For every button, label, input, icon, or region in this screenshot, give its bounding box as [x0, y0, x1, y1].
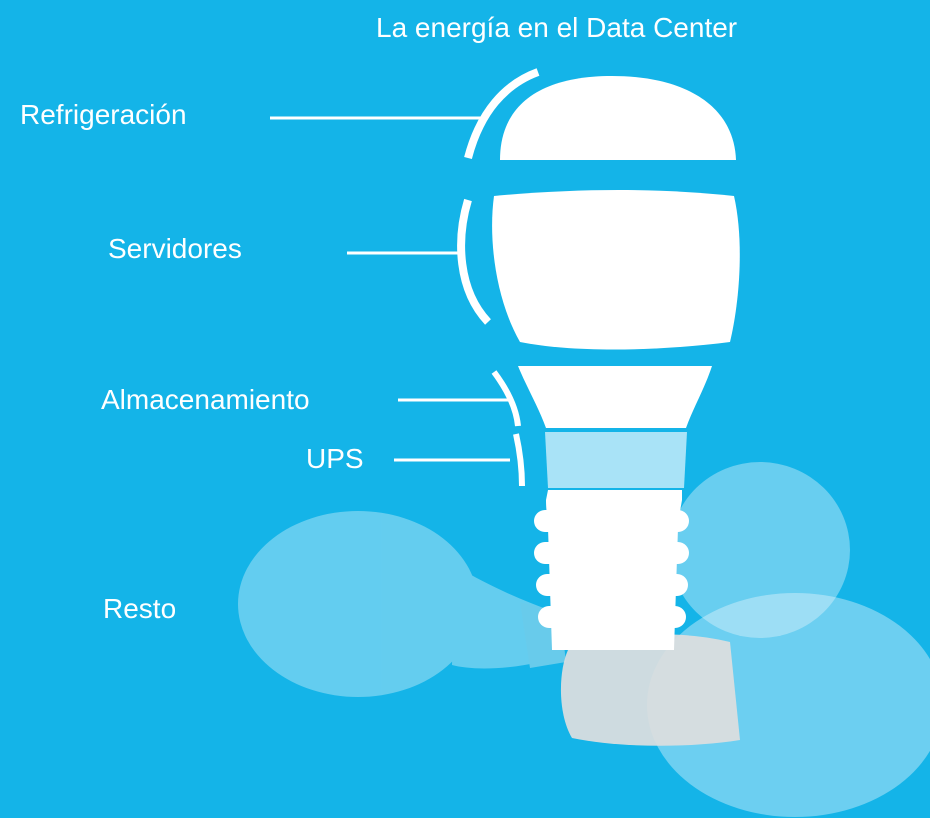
segment-refrigeracion [270, 68, 736, 160]
segment-servidores [347, 190, 740, 350]
faded-bulb-bottom-right [560, 593, 930, 817]
label-refrigeracion: Refrigeración [20, 99, 187, 130]
label-almacenamiento: Almacenamiento [101, 384, 310, 415]
diagram-title: La energía en el Data Center [376, 12, 738, 43]
label-ups: UPS [306, 443, 364, 474]
faded-bulb-top-right [670, 462, 850, 638]
segment-almacenamiento [398, 366, 712, 428]
segment-ups [394, 432, 687, 488]
segment-resto-base [534, 490, 689, 650]
label-servidores: Servidores [108, 233, 242, 264]
label-resto: Resto [103, 593, 177, 624]
faded-bulb-left [238, 511, 566, 697]
